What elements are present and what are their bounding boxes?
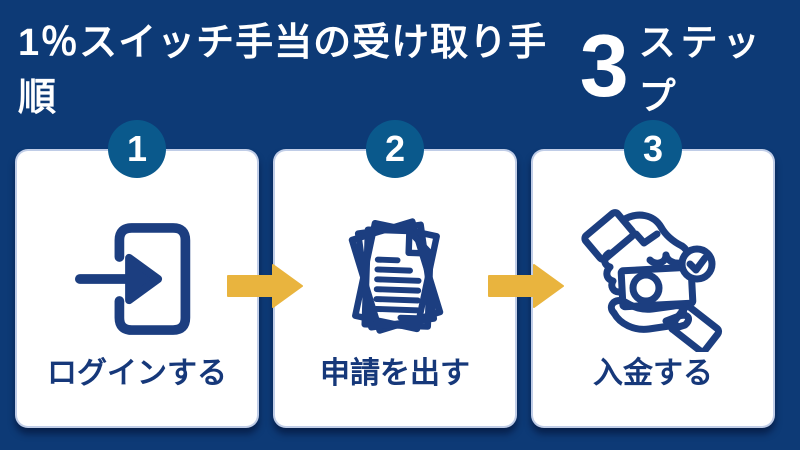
step-label: 入金する: [593, 357, 713, 390]
page-title: 1％スイッチ手当の受け取り手順 3 ステップ: [18, 0, 800, 132]
arrow-right-icon: [488, 264, 564, 308]
documents-icon: [275, 201, 515, 357]
step-card-login: 1 ログインする: [15, 120, 259, 428]
step-card-deposit: 3: [531, 120, 775, 428]
step-number-badge: 2: [366, 120, 424, 178]
title-suffix: ステップ: [638, 22, 765, 117]
step-number-badge: 3: [624, 120, 682, 178]
step-label: ログインする: [47, 357, 227, 390]
receive-money-icon: [533, 201, 773, 357]
steps-row: 1 ログインする 2: [15, 120, 775, 428]
title-step-count: 3: [579, 16, 629, 115]
step-card-apply: 2 申請を出す: [273, 120, 517, 428]
arrow-right-icon: [227, 264, 303, 308]
step-number-badge: 1: [108, 120, 166, 178]
step-label: 申請を出す: [320, 357, 470, 390]
title-text: 1％スイッチ手当の受け取り手順: [18, 22, 548, 119]
login-icon: [17, 201, 257, 357]
